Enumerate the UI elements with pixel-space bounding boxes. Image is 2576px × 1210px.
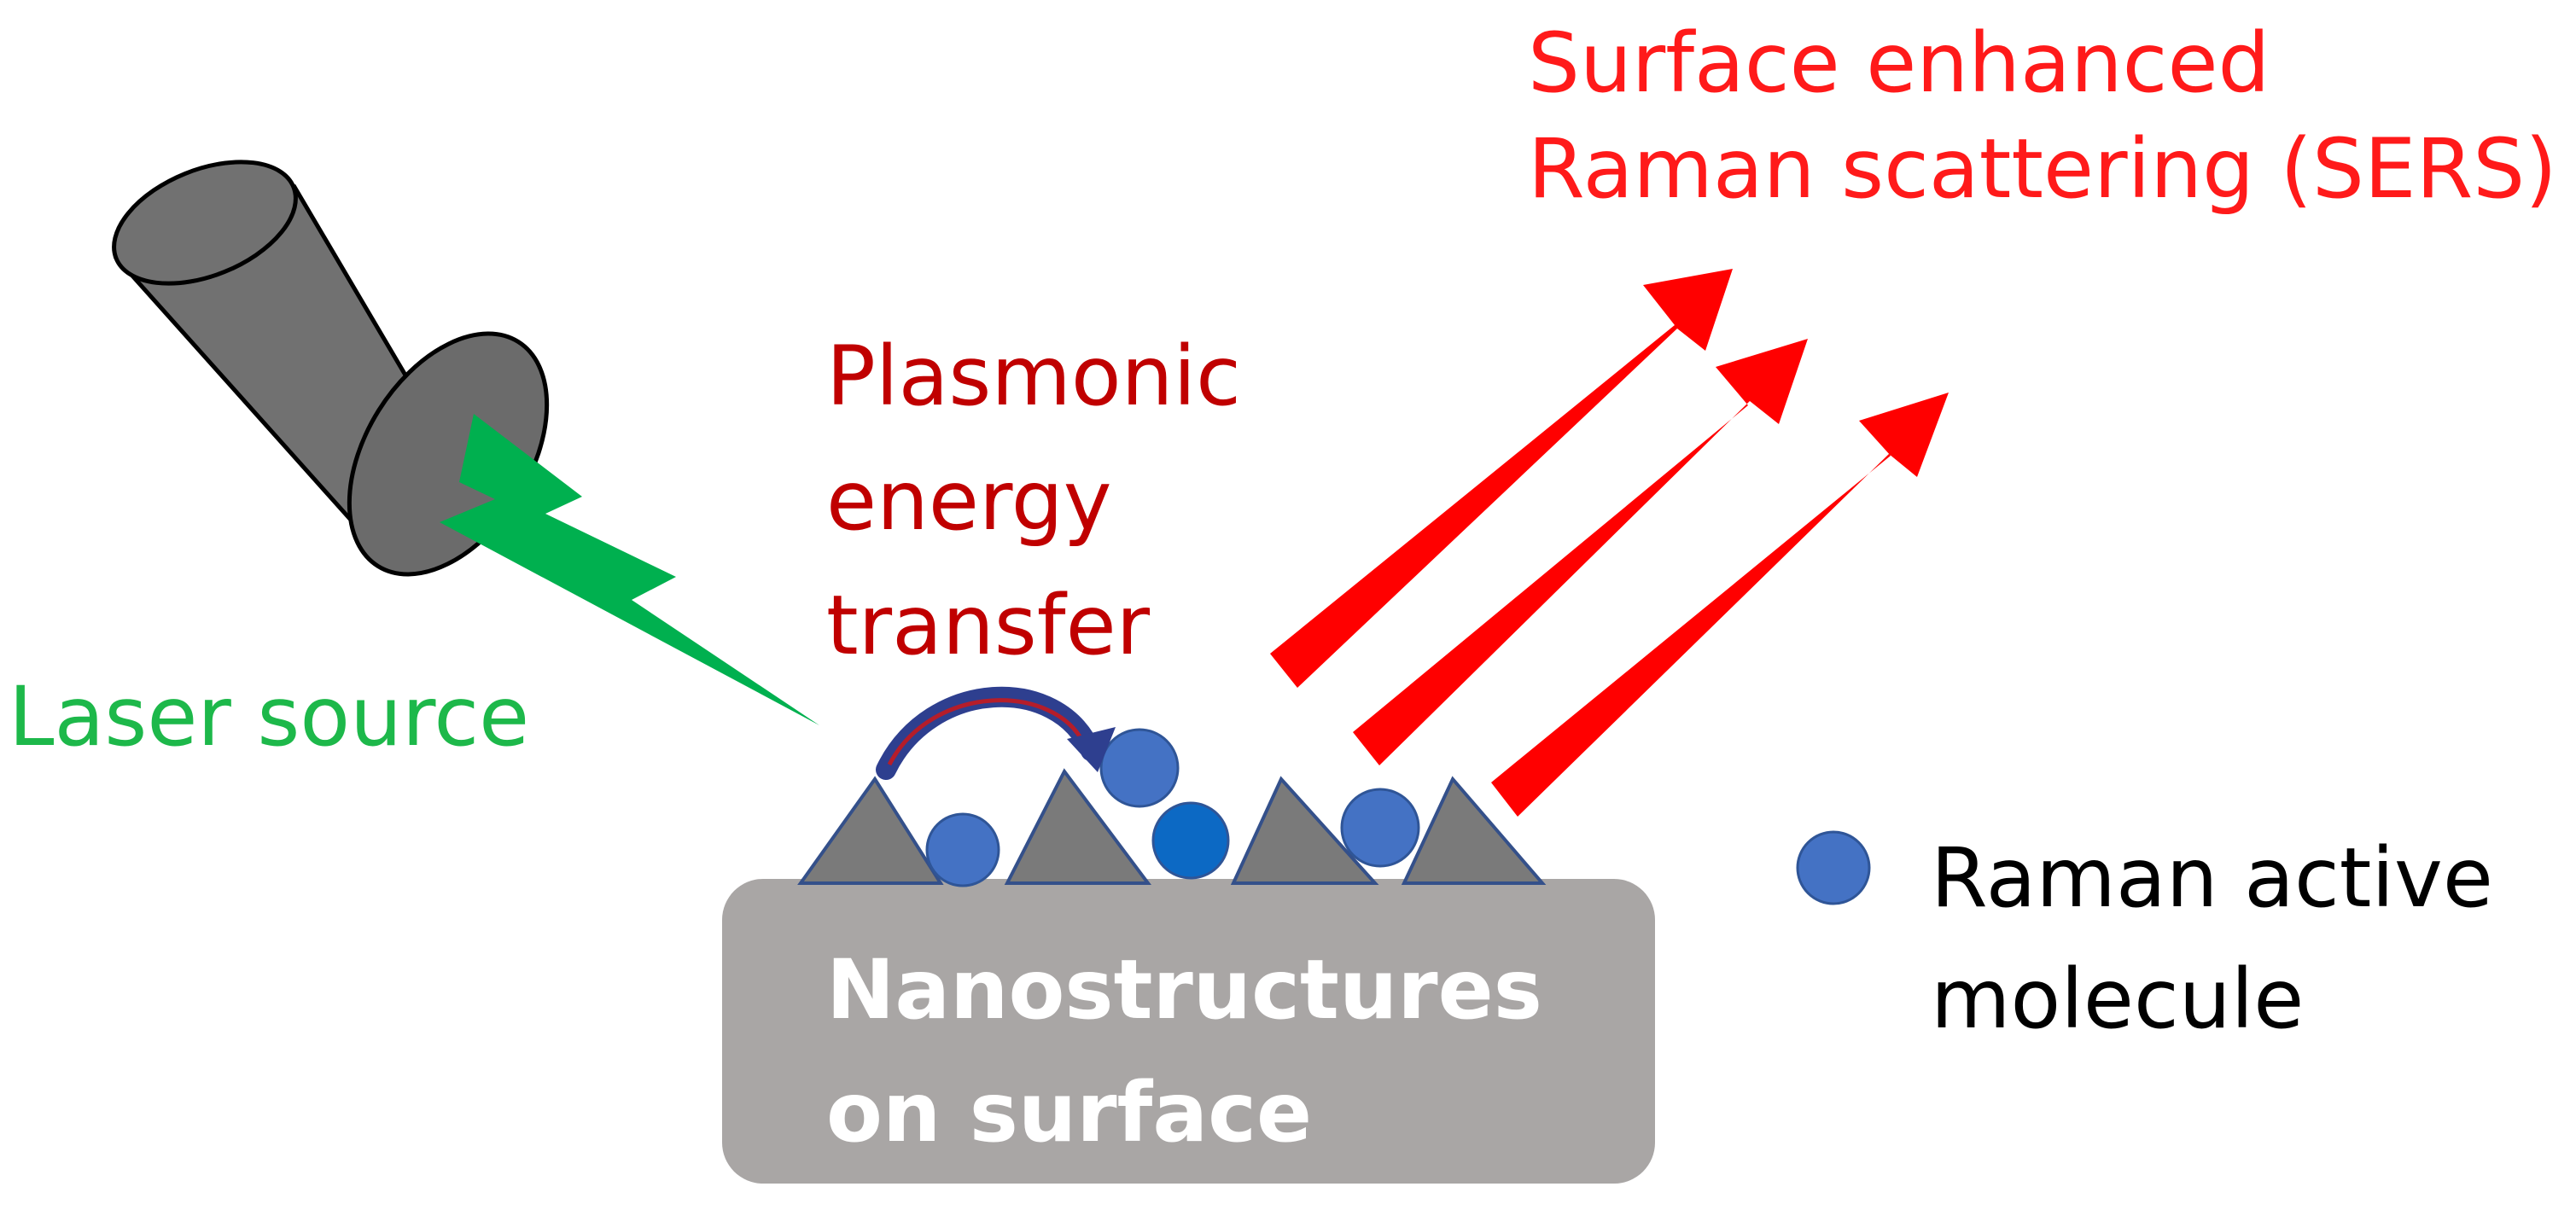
transfer-arrow-icon bbox=[876, 686, 1116, 780]
laser-source-label: Laser source bbox=[9, 669, 530, 765]
nanostructure-triangle bbox=[1004, 768, 1151, 885]
legend-label-line2: molecule bbox=[1931, 951, 2305, 1047]
sers-label-line1: Surface enhanced bbox=[1528, 15, 2270, 111]
sers-label: Surface enhanced Raman scattering (SERS) bbox=[1528, 10, 2557, 222]
legend-blue-circle-icon bbox=[1796, 830, 1871, 905]
substrate-block bbox=[722, 879, 1655, 1184]
legend-label-line1: Raman active bbox=[1931, 830, 2493, 926]
plasmonic-label-line1: Plasmonic bbox=[826, 329, 1241, 424]
sers-arrow-icon bbox=[1270, 269, 1949, 817]
nanostructure-triangle bbox=[797, 776, 944, 885]
laser-beam-icon bbox=[440, 414, 819, 725]
substrate-label-line1: Nanostructures bbox=[826, 942, 1542, 1038]
nanostructure-triangle bbox=[1401, 776, 1547, 885]
substrate-label: Nanostructures on surface bbox=[826, 928, 1542, 1174]
legend-label: Raman active molecule bbox=[1931, 817, 2493, 1060]
molecule-circle bbox=[1099, 728, 1180, 808]
plasmonic-label-line2: energy bbox=[826, 453, 1112, 549]
sers-label-line2: Raman scattering (SERS) bbox=[1528, 121, 2557, 217]
plasmonic-label: Plasmonic energy transfer bbox=[826, 314, 1241, 688]
substrate-label-line2: on surface bbox=[826, 1065, 1313, 1161]
plasmonic-label-line3: transfer bbox=[826, 578, 1151, 673]
molecule-circle bbox=[1340, 788, 1420, 868]
molecule-circle bbox=[1151, 801, 1230, 880]
molecule-circle bbox=[925, 812, 1000, 887]
nanostructure-triangle bbox=[1230, 776, 1379, 885]
